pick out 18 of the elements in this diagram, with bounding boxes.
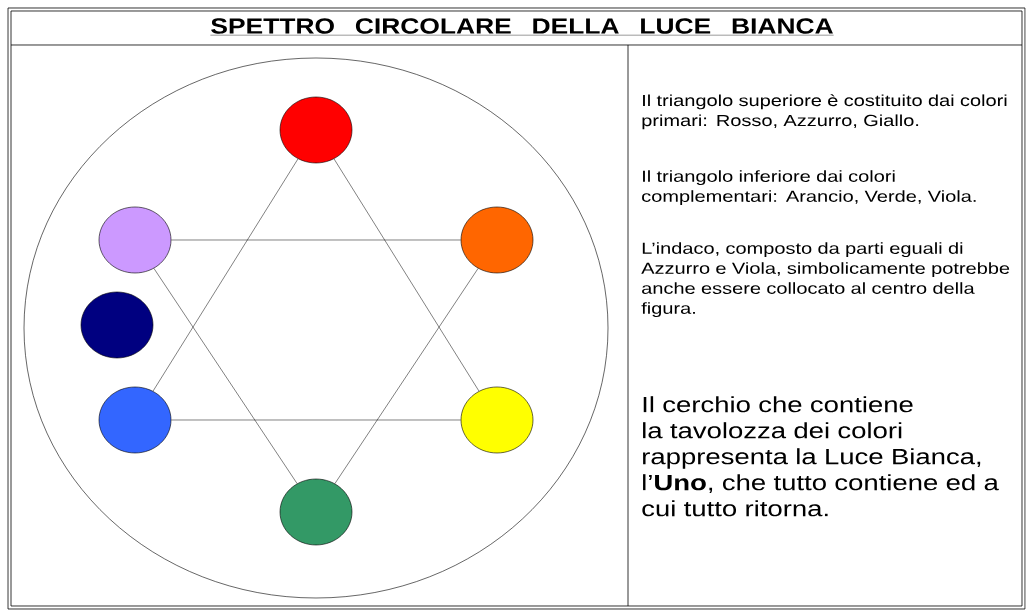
connector-line	[152, 158, 299, 392]
description-text: Il triangolo inferiore dai colori complementari: Arancio, Verde, Viola.	[642, 170, 976, 206]
description-text: Il triangolo superiore è costituito dai colori primari: Rosso, Azzurro, Giallo.	[642, 94, 1007, 130]
title: SPETTRO CIRCOLARE DELLA LUCE BIANCA	[210, 18, 834, 36]
connector-line	[153, 268, 298, 484]
connector-line	[333, 158, 480, 392]
color-circle	[460, 386, 534, 454]
description-text: L’indaco, composto da parti eguali di Azzurro e Viola, simbolicamente potrebbe anche essere collocato al centro della figura.	[641, 242, 1010, 318]
color-circle	[98, 386, 172, 454]
description-text: Il cerchio che contiene la tavolozza dei colori rappresenta la Luce Bianca, l’Uno, che tutto contiene ed a cui tutto ritorna.	[642, 396, 999, 517]
color-circle	[279, 96, 353, 164]
color-circle	[279, 478, 353, 546]
color-circle	[98, 206, 172, 274]
connector-line	[334, 268, 479, 484]
color-circle	[460, 206, 534, 274]
connector-line	[171, 239, 461, 241]
color-circle	[80, 291, 154, 359]
connector-line	[171, 419, 461, 421]
